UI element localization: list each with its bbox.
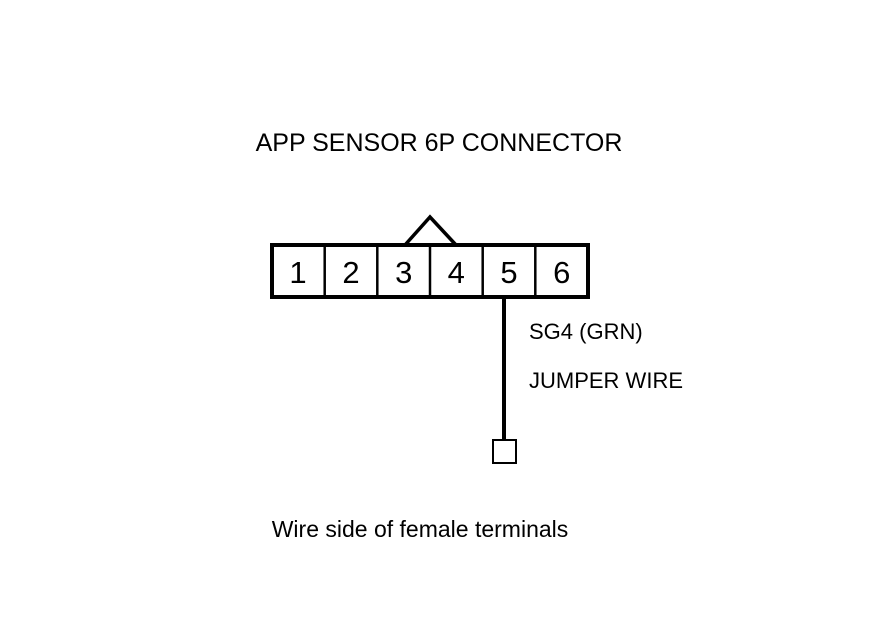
diagram-title: APP SENSOR 6P CONNECTOR <box>256 129 623 157</box>
connector-pin-1: 1 <box>289 255 306 290</box>
connector-pin-3: 3 <box>395 255 412 290</box>
connector-pin-5: 5 <box>500 255 517 290</box>
connector-pin-6: 6 <box>553 255 570 290</box>
connector-pin-4: 4 <box>448 255 465 290</box>
keyway-notch-icon <box>403 214 458 247</box>
connector-pin-2: 2 <box>342 255 359 290</box>
jumper-wire-circuit-label: SG4 (GRN) <box>529 319 643 344</box>
jumper-wire-type-label: JUMPER WIRE <box>529 368 683 393</box>
diagram-caption: Wire side of female terminals <box>272 516 569 542</box>
jumper-wire-terminal <box>492 439 517 464</box>
